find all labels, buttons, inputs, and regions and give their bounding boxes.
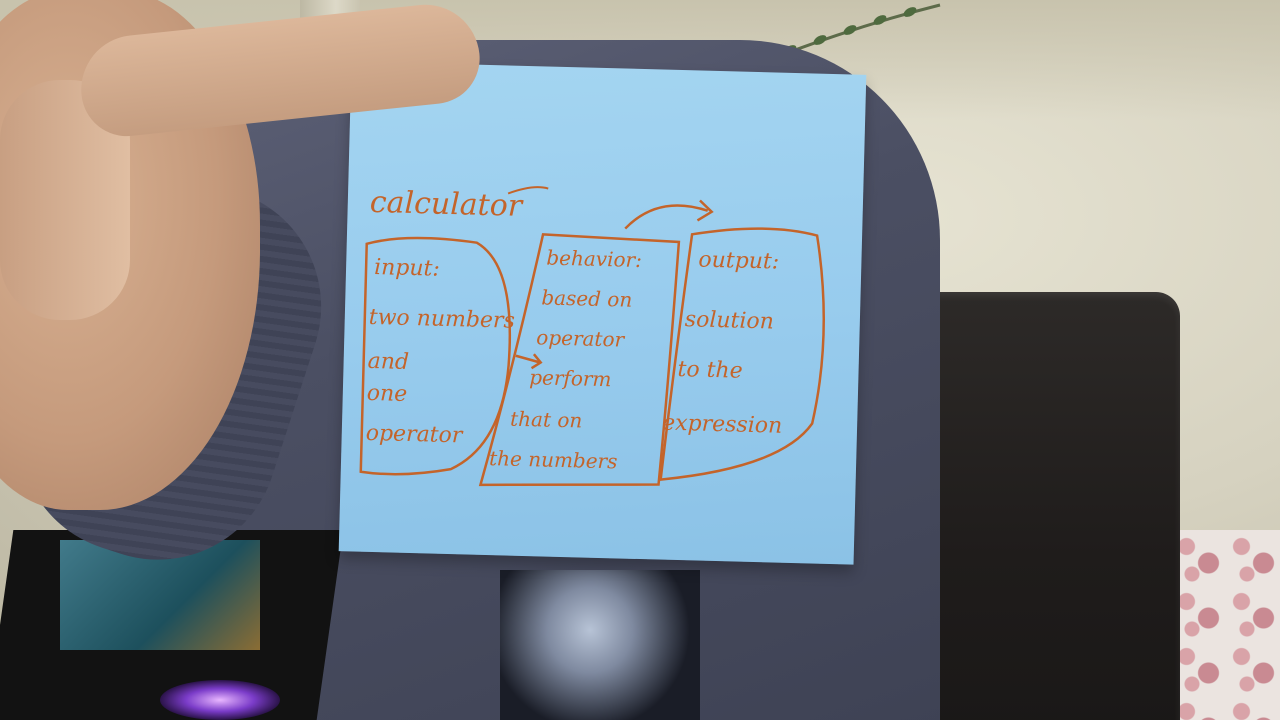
svg-text:output: solution: output: solution to the expression — [662, 247, 787, 439]
gaming-mouse — [160, 680, 280, 720]
output-line-2: solution — [685, 307, 775, 334]
input-line-3: and — [367, 349, 409, 375]
behavior-line-3: operator — [536, 325, 626, 351]
input-line-4: one — [366, 381, 407, 407]
output-line-3: to the — [677, 357, 743, 384]
note-drawing: calculator input: two numbers and one op… — [359, 185, 826, 487]
output-box — [659, 227, 826, 481]
behavior-line-2: based on — [541, 285, 633, 311]
arrow-right-icon — [515, 354, 541, 364]
input-line-5: operator — [365, 421, 464, 449]
svg-text:input: two numbers: input: two numbers and one operator — [365, 255, 523, 450]
output-line-1: output: — [698, 247, 779, 274]
floral-bedsheet — [1170, 530, 1280, 720]
input-line-1: input: — [374, 255, 440, 282]
behavior-line-6: the numbers — [489, 446, 618, 473]
shirt-graphic — [500, 570, 700, 720]
input-box — [359, 236, 512, 476]
behavior-line-1: behavior: — [546, 246, 642, 272]
behavior-line-4: perform — [529, 365, 612, 391]
behavior-line-5: that on — [510, 407, 583, 433]
note-title: calculator — [369, 185, 524, 224]
curved-arrow-icon — [624, 204, 709, 230]
input-line-2: two numbers — [368, 305, 515, 334]
output-line-4: expression — [662, 411, 783, 439]
svg-text:behavior: based on: behavior: based on operator perform that… — [489, 244, 649, 474]
behavior-box — [478, 233, 681, 487]
sticky-note: calculator input: two numbers and one op… — [338, 61, 867, 565]
